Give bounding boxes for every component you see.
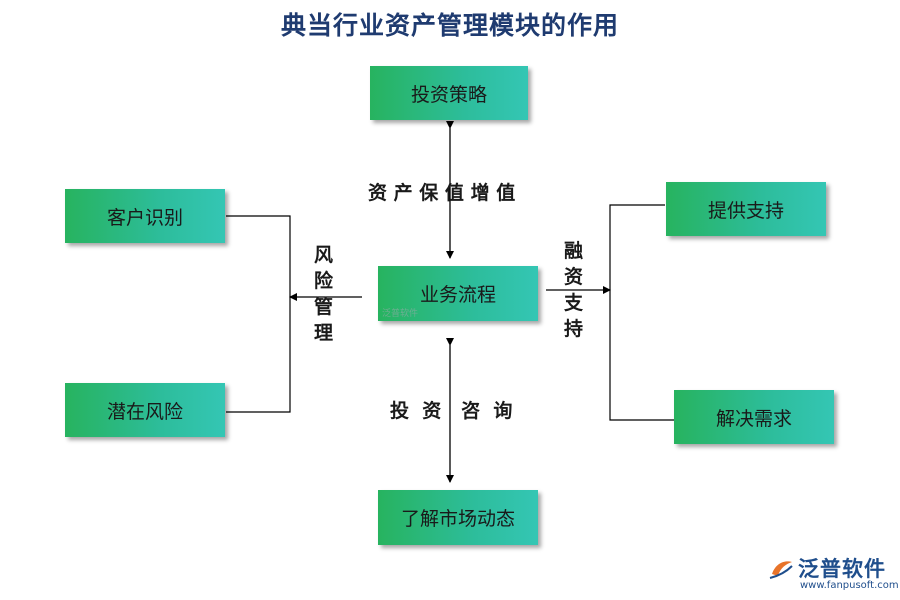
label-investment-consulting: 投 资 咨 询 <box>390 400 513 422</box>
label-financing-support: 融 资 支 持 <box>564 240 584 340</box>
bracket-right <box>609 204 674 421</box>
node-business-process: 业务流程 <box>378 266 538 321</box>
node-provide-support: 提供支持 <box>666 182 826 236</box>
bracket-left <box>226 215 291 413</box>
node-investment-strategy: 投资策略 <box>370 66 528 120</box>
node-customer-identification: 客户识别 <box>65 189 225 243</box>
node-market-trends: 了解市场动态 <box>378 490 538 545</box>
node-potential-risk: 潜在风险 <box>65 383 225 437</box>
logo-icon <box>769 561 793 579</box>
brand-logo: 泛普软件 <box>768 553 886 583</box>
label-asset-appreciation: 资 产 保 值 增 值 <box>368 182 516 204</box>
diagram-title: 典当行业资产管理模块的作用 <box>280 11 619 40</box>
logo-text: 泛普软件 <box>798 557 886 581</box>
label-risk-management: 风 险 管 理 <box>314 244 334 344</box>
watermark: 泛普软件 <box>382 309 419 319</box>
node-solve-demand: 解决需求 <box>674 390 834 444</box>
logo-url: www.fanpusoft.com <box>800 580 899 591</box>
